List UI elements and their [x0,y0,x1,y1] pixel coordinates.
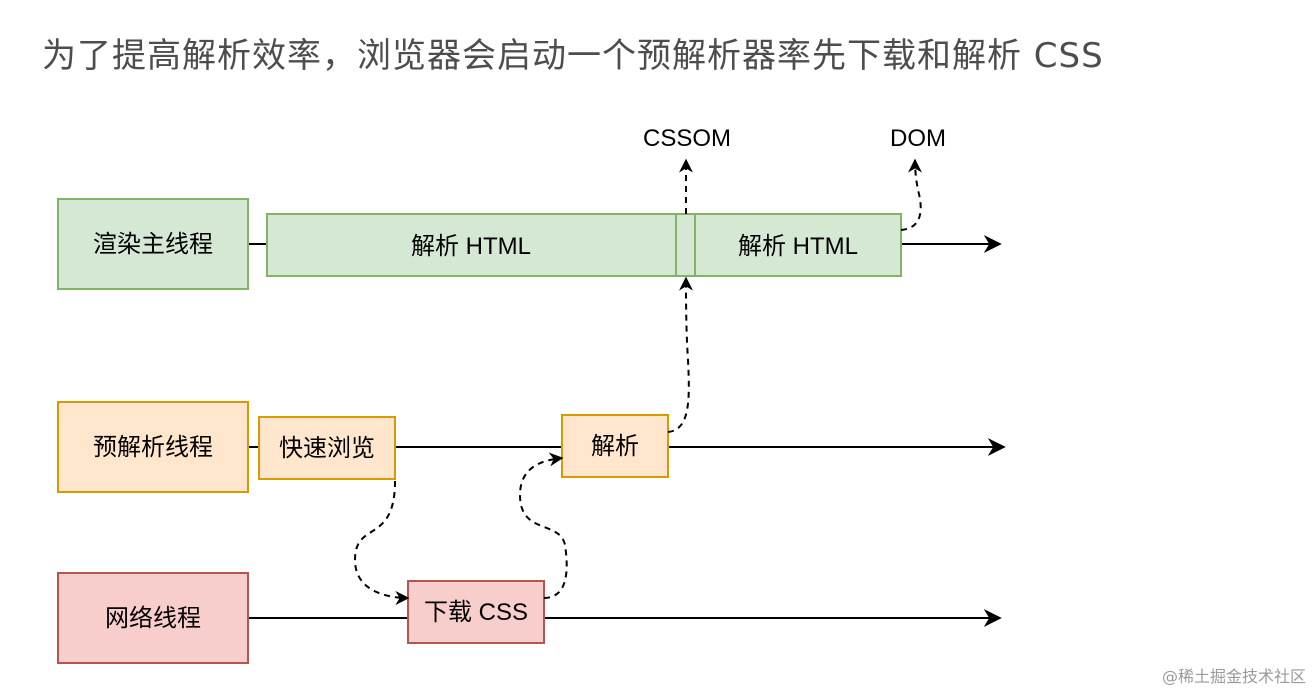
page-title: 为了提高解析效率，浏览器会启动一个预解析器率先下载和解析 CSS [42,36,1104,76]
network-thread-label: 网络线程 [105,605,201,632]
flow-arrow-download-to-parse [518,452,568,599]
parse-html-label-1: 解析 HTML [411,233,531,260]
dom-label: DOM [890,125,946,152]
watermark: @稀土掘金技术社区 [1161,667,1306,686]
parse-html-label-2: 解析 HTML [738,233,858,260]
parse-css-block: 解析 [561,414,669,478]
download-css-label: 下载 CSS [424,599,528,626]
flow-arrow-to-dom [900,158,923,231]
download-css-block: 下载 CSS [407,580,545,644]
parse-html-block-2: 解析 HTML [694,213,902,277]
parse-css-label: 解析 [591,433,639,460]
parse-html-block-1: 解析 HTML [266,213,677,277]
main-thread-box: 渲染主线程 [57,198,249,290]
preparse-thread-box: 预解析线程 [57,401,249,493]
flow-arrow-browse-to-download [353,480,410,605]
preparse-thread-label: 预解析线程 [93,434,213,461]
main-thread-label: 渲染主线程 [93,231,213,258]
quick-browse-label: 快速浏览 [279,435,375,462]
network-thread-box: 网络线程 [57,572,249,664]
flow-arrow-parse-to-main [667,276,694,433]
cssom-label: CSSOM [643,125,731,152]
cssom-apply-block [675,213,696,277]
quick-browse-block: 快速浏览 [258,416,396,480]
